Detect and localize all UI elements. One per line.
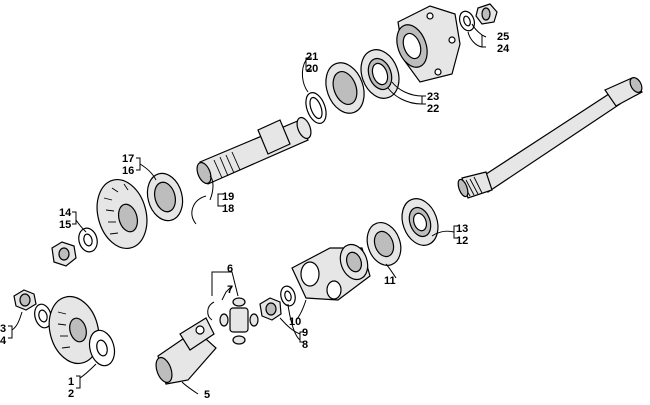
yoke-10	[291, 243, 371, 301]
snap-ring-20-21	[305, 92, 327, 124]
clip-7	[207, 301, 215, 321]
callout-22: 22	[427, 103, 439, 115]
bevel-gear-upper	[96, 179, 148, 249]
yoke-5	[155, 317, 217, 385]
callout-17: 17	[122, 153, 134, 165]
drive-shaft-long	[457, 77, 643, 199]
callout-1: 1	[68, 376, 74, 388]
washer-24	[458, 10, 476, 32]
washer-1-2	[88, 329, 116, 367]
nut-14	[51, 241, 77, 267]
callout-21: 21	[306, 51, 318, 63]
callout-7: 7	[227, 284, 233, 296]
callout-24: 24	[497, 43, 510, 55]
callout-labels: 25 24 23 22 21 20 19 18 17 16 14 15 13 1…	[0, 31, 510, 401]
washer-15	[78, 227, 98, 253]
nut-3	[13, 289, 37, 311]
callout-23: 23	[427, 91, 439, 103]
callout-2: 2	[68, 388, 74, 400]
callout-8: 8	[302, 339, 308, 351]
callout-20: 20	[306, 63, 318, 75]
nut-25	[475, 3, 498, 25]
bevel-gear-lower	[48, 295, 100, 365]
nut-8	[259, 297, 282, 321]
washer-4	[34, 303, 52, 329]
leader-lines	[8, 23, 487, 395]
callout-15: 15	[59, 219, 71, 231]
callout-12: 12	[456, 235, 468, 247]
callout-18: 18	[222, 203, 234, 215]
callout-14: 14	[59, 207, 72, 219]
washer-9	[280, 285, 296, 307]
callout-10: 10	[289, 316, 301, 328]
pinion-shaft	[196, 116, 312, 185]
clip-18-19	[191, 195, 207, 225]
bearing-12-13	[401, 198, 439, 246]
bearing-22-23	[325, 49, 400, 114]
hub-flange	[396, 5, 461, 83]
callout-9: 9	[302, 327, 308, 339]
u-joint-cross-6	[219, 297, 259, 345]
callout-19: 19	[222, 191, 234, 203]
callout-4: 4	[0, 335, 7, 347]
callout-3: 3	[0, 323, 6, 335]
callout-25: 25	[497, 31, 509, 43]
callout-13: 13	[456, 223, 468, 235]
callout-5: 5	[204, 389, 210, 401]
callout-6: 6	[227, 263, 233, 275]
bearing-16-17	[146, 172, 184, 222]
callout-16: 16	[122, 165, 134, 177]
boot-11	[366, 222, 402, 266]
callout-11: 11	[384, 275, 396, 287]
